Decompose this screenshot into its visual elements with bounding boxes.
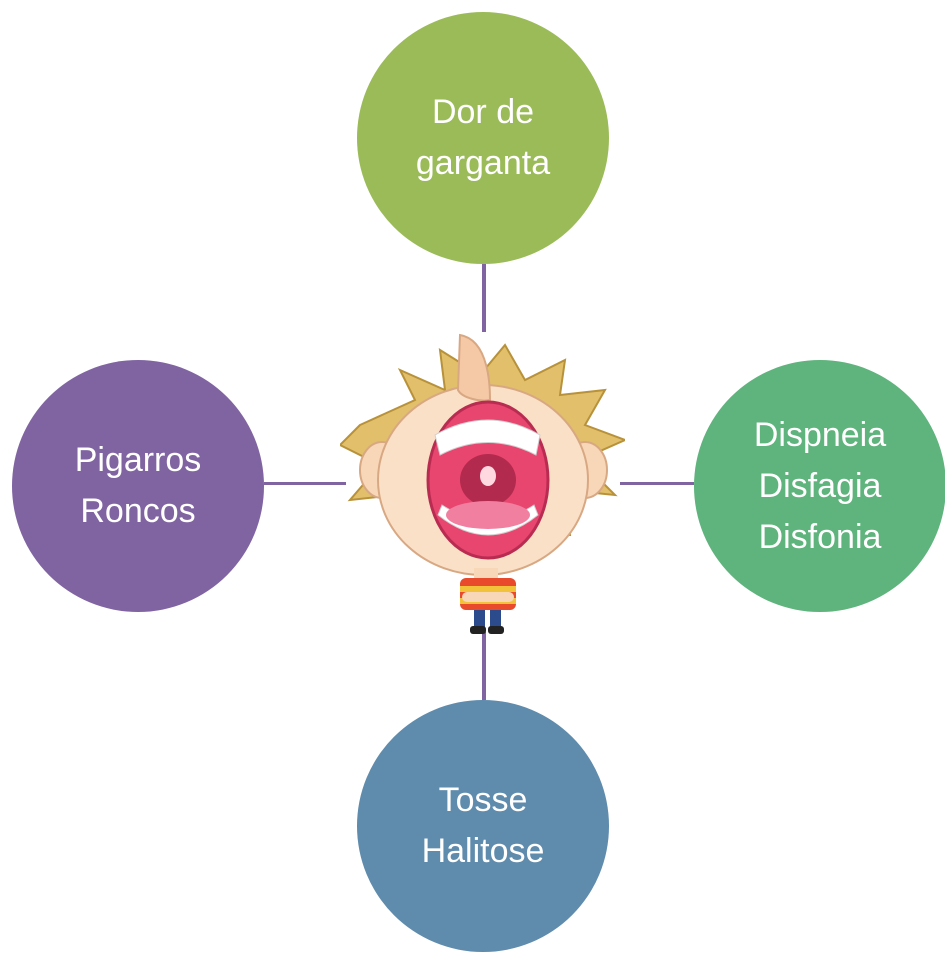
node-dor-de-garganta: Dor de garganta	[357, 12, 609, 264]
leg-right-icon	[490, 610, 501, 628]
node-bottom-line-2: Halitose	[421, 832, 545, 870]
node-top-line-2: garganta	[415, 144, 551, 182]
connector-bottom	[482, 632, 486, 700]
node-dispneia-disfagia-disfonia: Dispneia Disfagia Disfonia	[694, 360, 945, 612]
leg-left-icon	[474, 610, 485, 628]
shirt-stripe-1	[460, 586, 516, 592]
node-bottom-line-1: Tosse	[438, 781, 528, 819]
connector-left	[264, 482, 346, 485]
connector-right	[620, 482, 694, 485]
shoe-left-icon	[470, 626, 486, 634]
shouting-child-svg	[338, 333, 628, 634]
upper-teeth-icon	[434, 419, 541, 456]
node-left-line-1: Pigarros	[74, 441, 202, 479]
node-pigarros-roncos: Pigarros Roncos	[12, 360, 264, 612]
node-top-line-1: Dor de	[431, 93, 535, 131]
shouting-child-illustration-icon	[338, 330, 628, 640]
node-right-line-3: Disfonia	[758, 517, 882, 556]
connector-top	[482, 264, 486, 332]
tongue-icon	[446, 501, 530, 529]
node-right-line-2: Disfagia	[758, 466, 882, 505]
shoe-right-icon	[488, 626, 504, 634]
node-right-line-1: Dispneia	[753, 415, 887, 454]
uvula-icon	[480, 466, 496, 486]
nose-icon	[456, 333, 492, 402]
node-tosse-halitose: Tosse Halitose	[357, 700, 609, 952]
node-left-line-2: Roncos	[80, 492, 196, 530]
arms-icon	[462, 592, 514, 602]
